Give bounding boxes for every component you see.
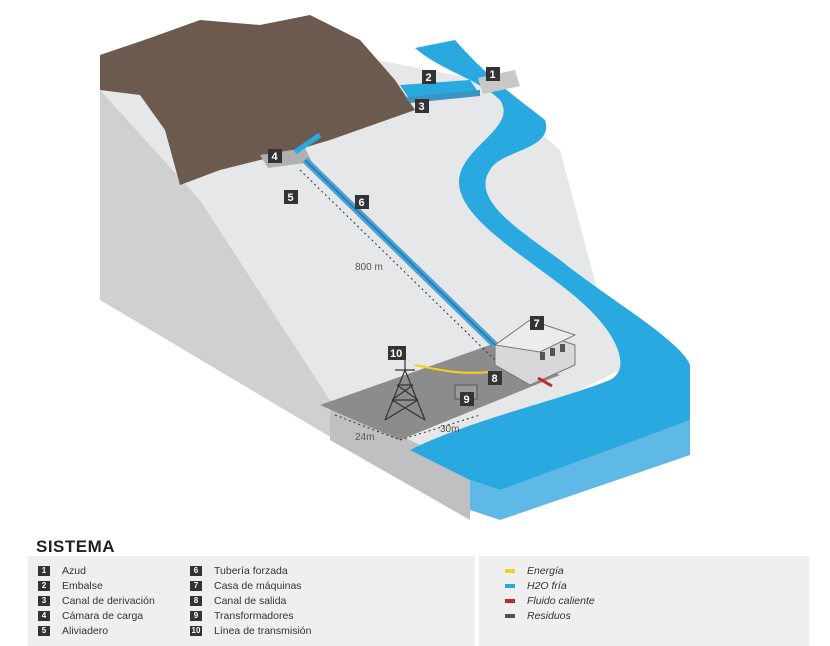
powerhouse-window xyxy=(540,352,545,360)
width-dimension-text-a: 24m xyxy=(355,432,374,443)
marker-10: 10 xyxy=(388,346,406,360)
legend-swatch xyxy=(505,583,515,588)
svg-text:6: 6 xyxy=(359,197,365,209)
terrain-front-face xyxy=(330,400,470,520)
svg-text:2: 2 xyxy=(426,72,432,84)
marker-2: 2 xyxy=(422,70,436,84)
height-dimension-text: 800 m xyxy=(355,262,383,273)
energy-line xyxy=(414,364,491,374)
river xyxy=(410,40,690,490)
terrain-left-face xyxy=(100,90,470,520)
powerhouse-roof xyxy=(493,319,577,353)
svg-text:7: 7 xyxy=(534,318,540,330)
legend-system-hot-fluid: Fluido caliente xyxy=(505,593,595,608)
svg-text:1: 1 xyxy=(490,69,496,81)
outlet-canal xyxy=(537,376,553,388)
height-dimension-line xyxy=(299,169,496,361)
forebay-inlet xyxy=(293,132,322,155)
powerhouse-platform xyxy=(320,345,560,440)
powerhouse-window xyxy=(560,344,565,352)
penstock-edge xyxy=(304,159,496,346)
marker-6: 6 xyxy=(355,195,369,209)
mountain xyxy=(100,15,415,185)
marker-1: 1 xyxy=(486,67,500,81)
legend-swatch xyxy=(505,568,515,573)
legend-system-cold-water: H2O fría xyxy=(505,578,595,593)
marker-9: 9 xyxy=(460,392,474,406)
svg-text:5: 5 xyxy=(288,192,294,204)
width-dimension-line-a xyxy=(334,414,401,441)
hydro-plant-diagram: 800 m 24m 30m 1 2 3 4 5 6 7 8 9 10 xyxy=(100,15,690,520)
svg-text:10: 10 xyxy=(390,348,402,360)
legend-system-energy: Energía xyxy=(505,563,595,578)
river-front-edge xyxy=(470,420,690,520)
powerhouse-window xyxy=(550,348,555,356)
legend-title: SISTEMA xyxy=(36,537,116,556)
marker-7: 7 xyxy=(530,316,544,330)
legend-systems: Energía H2O fría Fluido caliente Residuo… xyxy=(505,563,595,623)
marker-5: 5 xyxy=(284,190,298,204)
marker-3: 3 xyxy=(415,99,429,113)
width-dimension-line-b xyxy=(399,414,481,441)
marker-4: 4 xyxy=(268,149,282,163)
svg-text:8: 8 xyxy=(492,373,498,385)
svg-text:4: 4 xyxy=(272,151,279,163)
legend-swatch xyxy=(505,598,515,603)
legend-components-panel xyxy=(28,556,475,646)
legend-systems-panel xyxy=(479,556,809,646)
legend-swatch xyxy=(505,613,515,618)
legend-system-waste: Residuos xyxy=(505,608,595,623)
transmission-tower xyxy=(384,358,426,421)
width-dimension-text-b: 30m xyxy=(440,424,459,435)
svg-text:9: 9 xyxy=(464,394,470,406)
marker-8: 8 xyxy=(488,371,502,385)
svg-text:3: 3 xyxy=(419,101,425,113)
